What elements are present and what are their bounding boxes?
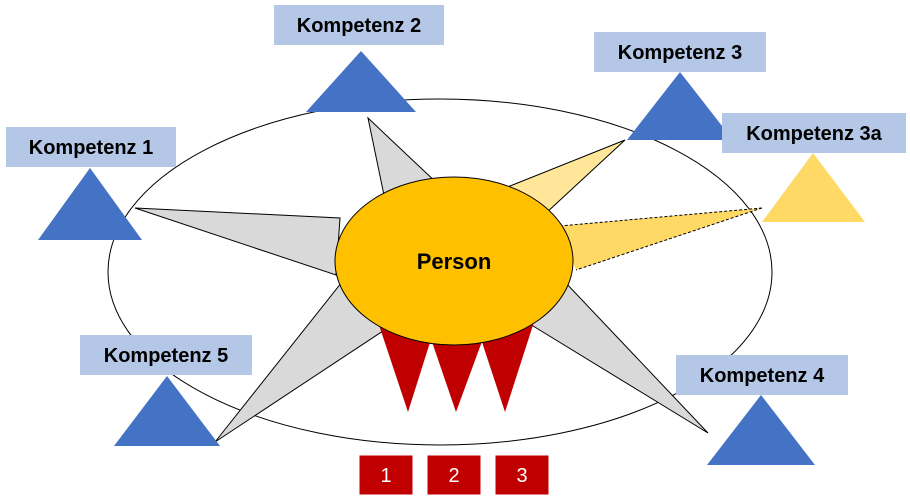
label-box-kompetenz-5	[80, 335, 252, 375]
label-box-kompetenz-3a	[722, 113, 906, 153]
triangle-kompetenz-1	[38, 168, 142, 240]
triangle-kompetenz-2	[306, 51, 416, 112]
label-kompetenz-3a: Kompetenz 3a	[746, 123, 882, 145]
label-box-kompetenz-3	[594, 32, 766, 72]
label-kompetenz-1: Kompetenz 1	[29, 137, 153, 159]
label-kompetenz-4: Kompetenz 4	[700, 365, 825, 387]
label-box-kompetenz-4	[676, 355, 848, 395]
number-label-3: 3	[516, 465, 527, 487]
triangle-kompetenz-3	[627, 72, 733, 140]
label-kompetenz-5: Kompetenz 5	[104, 345, 228, 367]
number-box-1	[358, 454, 414, 496]
ray-kompetenz-3a-edge-top	[559, 207, 763, 227]
spike-1	[378, 322, 432, 412]
person-ellipse	[334, 176, 574, 346]
label-kompetenz-3: Kompetenz 3	[618, 42, 742, 64]
label-box-kompetenz-1	[6, 127, 176, 167]
person-label: Person	[417, 249, 492, 274]
triangle-kompetenz-3a	[762, 153, 865, 222]
label-kompetenz-2: Kompetenz 2	[297, 15, 421, 37]
number-box-3	[494, 454, 550, 496]
ray-kompetenz-3a-edge-bottom	[575, 207, 763, 271]
number-label-2: 2	[448, 465, 459, 487]
triangle-kompetenz-4	[707, 395, 815, 465]
spike-3	[480, 322, 534, 412]
number-box-2	[426, 454, 482, 496]
triangle-kompetenz-5	[114, 376, 220, 446]
number-label-1: 1	[380, 465, 391, 487]
label-box-kompetenz-2	[274, 5, 444, 45]
orbit-ellipse	[107, 98, 773, 446]
spike-2	[430, 336, 484, 412]
ray-kompetenz-3a	[560, 208, 762, 270]
ray-kompetenz-1	[134, 207, 341, 276]
